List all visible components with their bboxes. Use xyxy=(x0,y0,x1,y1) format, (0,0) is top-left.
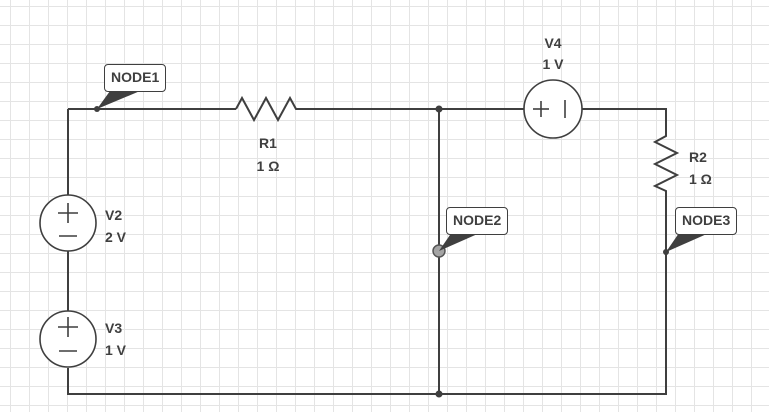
v3-name-label: V3 xyxy=(105,320,123,336)
v4-name-label: V4 xyxy=(544,35,562,51)
v2-voltage-source[interactable] xyxy=(39,194,97,252)
v2-value-label: 2 V xyxy=(105,229,127,245)
v3-voltage-source[interactable] xyxy=(39,310,97,368)
node3-tag-pointer xyxy=(666,233,709,252)
node1-tag[interactable]: NODE1 xyxy=(104,64,167,92)
v4-voltage-source[interactable] xyxy=(523,79,583,139)
r2-resistor-symbol[interactable] xyxy=(652,132,680,194)
node2-tag-pointer xyxy=(439,232,482,251)
junction-bottom xyxy=(435,390,443,398)
wire-top-right[interactable] xyxy=(582,108,667,132)
wire-bottom[interactable] xyxy=(67,194,667,395)
v2-name-label: V2 xyxy=(105,207,123,223)
v3-value-label: 1 V xyxy=(105,342,127,358)
r2-name-label: R2 xyxy=(689,149,707,165)
wires xyxy=(67,108,667,395)
node1-tag-pointer xyxy=(97,91,140,109)
junction-top xyxy=(435,105,443,113)
r2-value-label: 1 Ω xyxy=(689,171,712,187)
r1-resistor-symbol[interactable] xyxy=(235,95,300,123)
r1-value-label: 1 Ω xyxy=(256,158,280,174)
node3-tag[interactable]: NODE3 xyxy=(675,207,738,235)
r1-name-label: R1 xyxy=(259,135,277,151)
v4-value-label: 1 V xyxy=(542,56,564,72)
node2-tag[interactable]: NODE2 xyxy=(446,207,509,235)
